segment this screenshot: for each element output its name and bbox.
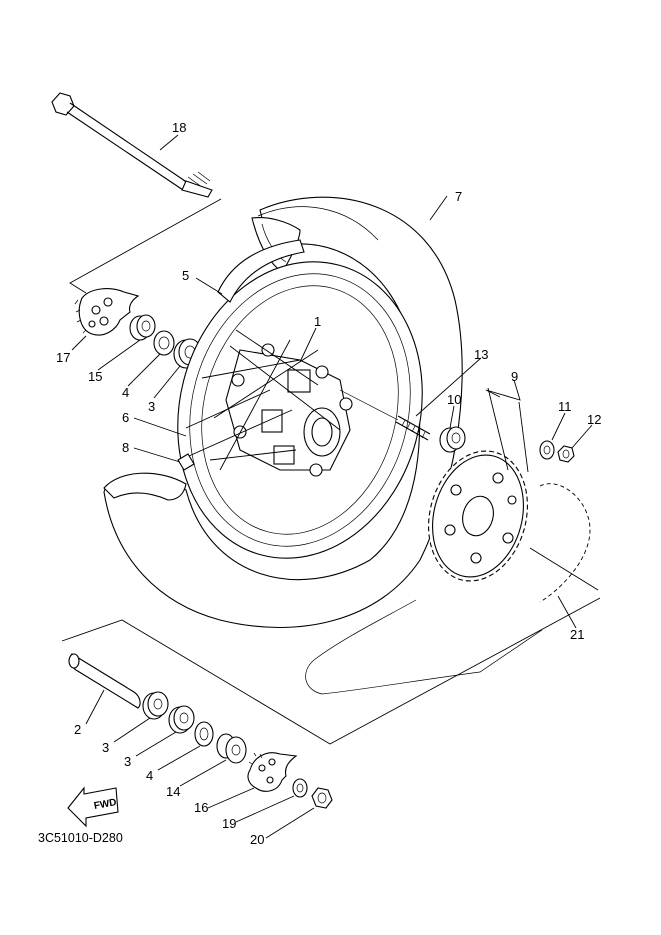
callouts: 18 7 5 1 13 9 10 11 12 6 8 17 15 4 3 21 … xyxy=(56,120,601,847)
diagram-code: 3C51010-D280 xyxy=(38,831,123,845)
rim-band xyxy=(217,239,305,303)
callout-3: 3 xyxy=(124,754,131,769)
spoke-nipple xyxy=(177,453,195,471)
brake-side-plate xyxy=(74,288,140,336)
wheel-spacer xyxy=(68,653,141,709)
callout-11: 11 xyxy=(558,399,572,414)
callout-12: 12 xyxy=(587,412,601,427)
left-oil-seal xyxy=(153,330,175,356)
fwd-text: FWD xyxy=(93,797,117,812)
tire-lower-section xyxy=(103,472,187,501)
callout-15: 15 xyxy=(88,369,102,384)
right-collar xyxy=(216,733,247,764)
callout-14: 14 xyxy=(166,784,180,799)
callout-16: 16 xyxy=(194,800,208,815)
nut xyxy=(557,445,575,463)
callout-8: 8 xyxy=(122,440,129,455)
callout-3: 3 xyxy=(148,399,155,414)
callout-5: 5 xyxy=(182,268,189,283)
axle-nut xyxy=(311,787,333,809)
right-oil-seal xyxy=(194,721,214,747)
left-collar xyxy=(129,314,156,341)
washer xyxy=(539,440,555,460)
callout-4: 4 xyxy=(146,768,153,783)
callout-2: 2 xyxy=(74,722,81,737)
callout-3: 3 xyxy=(102,740,109,755)
right-bearing-outer xyxy=(142,691,169,720)
leader-lines xyxy=(71,134,599,839)
callout-1: 1 xyxy=(314,314,321,329)
callout-10: 10 xyxy=(447,392,461,407)
callout-18: 18 xyxy=(172,120,186,135)
callout-17: 17 xyxy=(56,350,70,365)
callout-9: 9 xyxy=(511,369,518,384)
stud-bolt xyxy=(339,389,431,441)
callout-20: 20 xyxy=(250,832,264,847)
axle-washer xyxy=(292,778,308,798)
callout-21: 21 xyxy=(570,627,584,642)
forward-arrow-icon: FWD xyxy=(67,786,119,828)
axle-shaft xyxy=(51,92,213,198)
callout-7: 7 xyxy=(455,189,462,204)
callout-19: 19 xyxy=(222,816,236,831)
callout-4: 4 xyxy=(122,385,129,400)
hub xyxy=(225,343,353,477)
right-bearing-inner xyxy=(168,705,195,734)
sprocket-collar xyxy=(439,426,466,453)
driven-sprocket xyxy=(428,450,528,582)
chain-side-plate xyxy=(247,752,298,792)
callout-13: 13 xyxy=(474,347,488,362)
callout-6: 6 xyxy=(122,410,129,425)
